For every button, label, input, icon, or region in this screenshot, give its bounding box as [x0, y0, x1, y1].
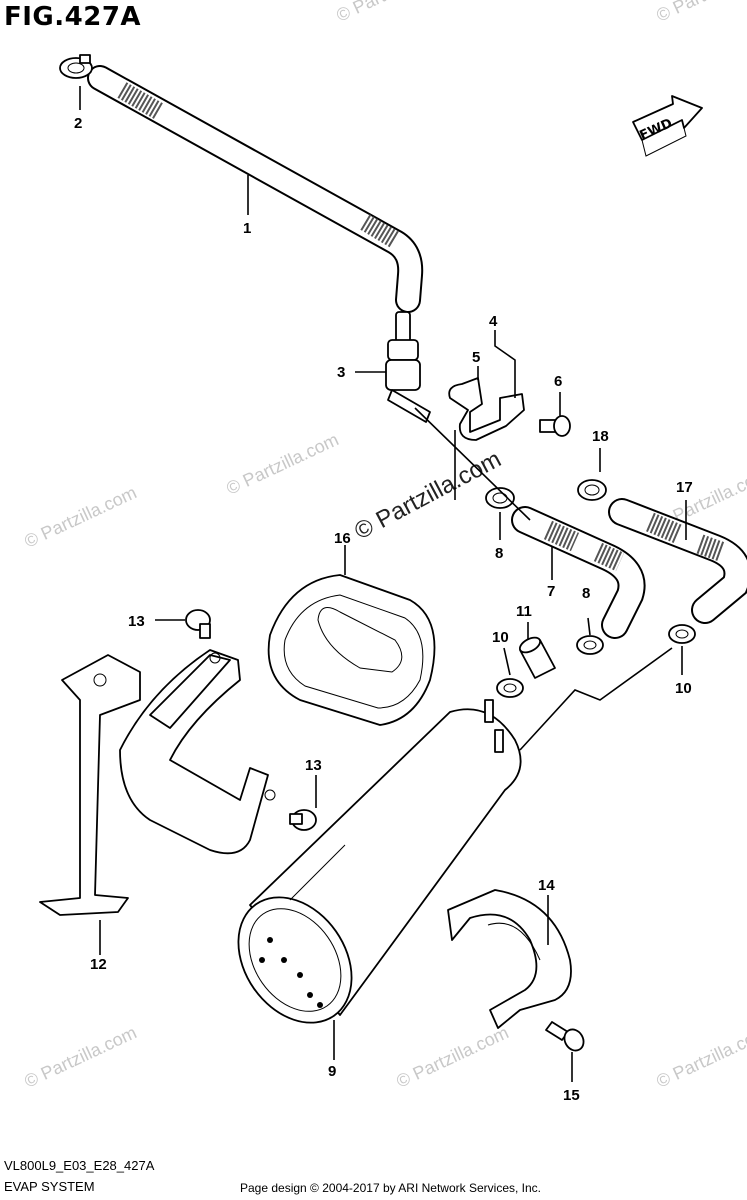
hose-1: [87, 65, 424, 313]
callout-3: 3: [337, 364, 345, 381]
callout-8-lower: 8: [582, 585, 590, 602]
bolt-15: [545, 1021, 585, 1052]
callout-11: 11: [516, 603, 532, 620]
clamp-2: [59, 54, 93, 79]
watermark: © Partzilla.com: [21, 1022, 139, 1091]
callout-2: 2: [74, 115, 82, 132]
leader-lines: [79, 86, 687, 1082]
watermark: © Partzilla.com: [653, 1022, 747, 1091]
callout-5: 5: [472, 349, 480, 366]
watermark: © Partzilla.com: [393, 1022, 511, 1091]
callout-13-upper: 13: [128, 613, 145, 630]
hose-7: [511, 506, 646, 639]
callout-10-right: 10: [675, 680, 692, 697]
valve-3: [385, 311, 431, 423]
watermark-center: © Partzilla.com: [350, 446, 505, 546]
clamp-10-right: [668, 624, 696, 644]
hose-17: [608, 498, 747, 624]
band-16: [267, 574, 436, 726]
callout-18: 18: [592, 428, 609, 445]
bracket-12: [39, 649, 276, 916]
watermark: © Partzilla.com: [333, 0, 451, 26]
callout-8-upper: 8: [495, 545, 503, 562]
clamp-10-left: [496, 678, 524, 698]
model-code: VL800L9_E03_E28_427A: [4, 1158, 155, 1173]
copyright-notice: Page design © 2004-2017 by ARI Network S…: [240, 1181, 542, 1195]
callout-9: 9: [328, 1063, 336, 1080]
callout-13-lower: 13: [305, 757, 322, 774]
band-14: [447, 889, 572, 1029]
clamp-8-lower: [576, 635, 604, 655]
watermark: © Partzilla.com: [223, 429, 341, 498]
canister-9: [237, 699, 522, 1024]
bolt-6: [539, 415, 571, 437]
watermark: © Partzilla.com: [21, 482, 139, 551]
callout-4: 4: [489, 313, 498, 330]
callout-15: 15: [563, 1087, 580, 1104]
callout-12: 12: [90, 956, 107, 973]
callout-10-left: 10: [492, 629, 509, 646]
callout-1: 1: [243, 220, 251, 237]
callout-14: 14: [538, 877, 555, 894]
callout-17: 17: [676, 479, 693, 496]
callout-numbers: 1 2 3 4 5 6 7 8 8 9 10 10 11 12 13 13 14…: [74, 115, 693, 1104]
callout-16: 16: [334, 530, 351, 547]
fwd-arrow-icon: FWD: [632, 95, 703, 157]
tube-11: [518, 636, 556, 679]
figure-title: FIG.427A: [4, 2, 142, 32]
bolt-13-lower: [289, 809, 317, 831]
bolt-13-upper: [185, 609, 211, 639]
section-name: EVAP SYSTEM: [4, 1179, 95, 1194]
watermark: © Partzilla.com: [653, 0, 747, 26]
bracket-4-5: [448, 377, 525, 441]
clamp-18: [577, 479, 607, 501]
callout-6: 6: [554, 373, 562, 390]
callout-7: 7: [547, 583, 555, 600]
